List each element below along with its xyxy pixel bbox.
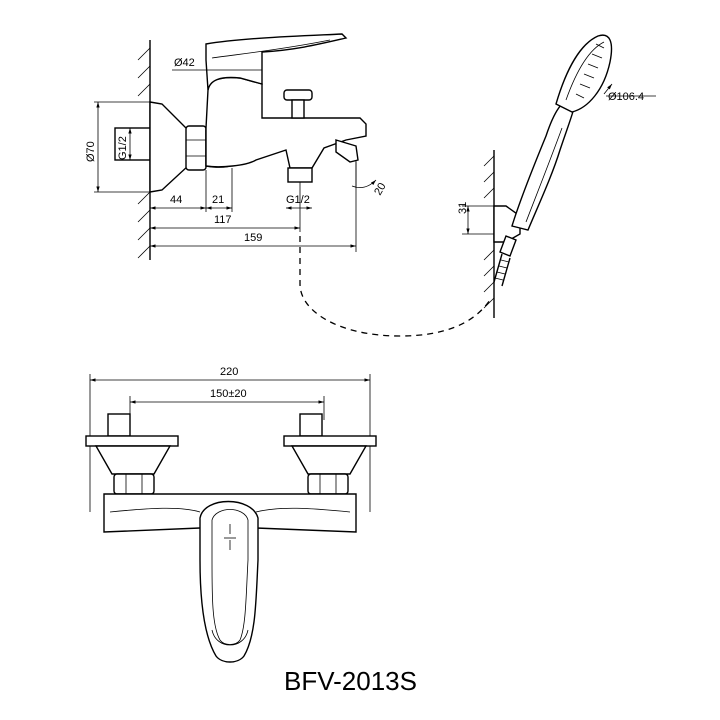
dim-g12-left: G1/2 [117, 136, 129, 160]
side-dimensions: Ø42 Ø70 G1/2 44 21 G1/2 117 159 20 [85, 57, 389, 252]
dim-angle-20: 20 [372, 181, 389, 198]
dim-44: 44 [170, 194, 182, 206]
dim-dia-70: Ø70 [85, 141, 97, 162]
dim-150: 150±20 [210, 388, 247, 400]
dim-117: 117 [214, 214, 232, 226]
hand-shower-icon: Ø106.4 31 [457, 34, 656, 318]
shower-hose-icon [493, 235, 517, 287]
dim-21: 21 [212, 194, 224, 206]
model-label: BFV-2013S [284, 666, 417, 696]
dim-g12-bottom: G1/2 [286, 194, 310, 206]
dim-159: 159 [244, 232, 262, 244]
hose-dashed-path [299, 236, 491, 337]
shower-nozzles [575, 43, 605, 99]
dim-dia-1064: Ø106.4 [608, 91, 644, 103]
wall-hatch-right [483, 155, 495, 309]
faucet-front-view-icon: 220 150±20 [85, 366, 377, 663]
dim-dia-42: Ø42 [174, 57, 195, 69]
dim-220: 220 [220, 366, 238, 378]
dim-31: 31 [457, 202, 469, 214]
wall-hatch-left [137, 47, 151, 259]
faucet-side-view-icon [114, 33, 367, 260]
